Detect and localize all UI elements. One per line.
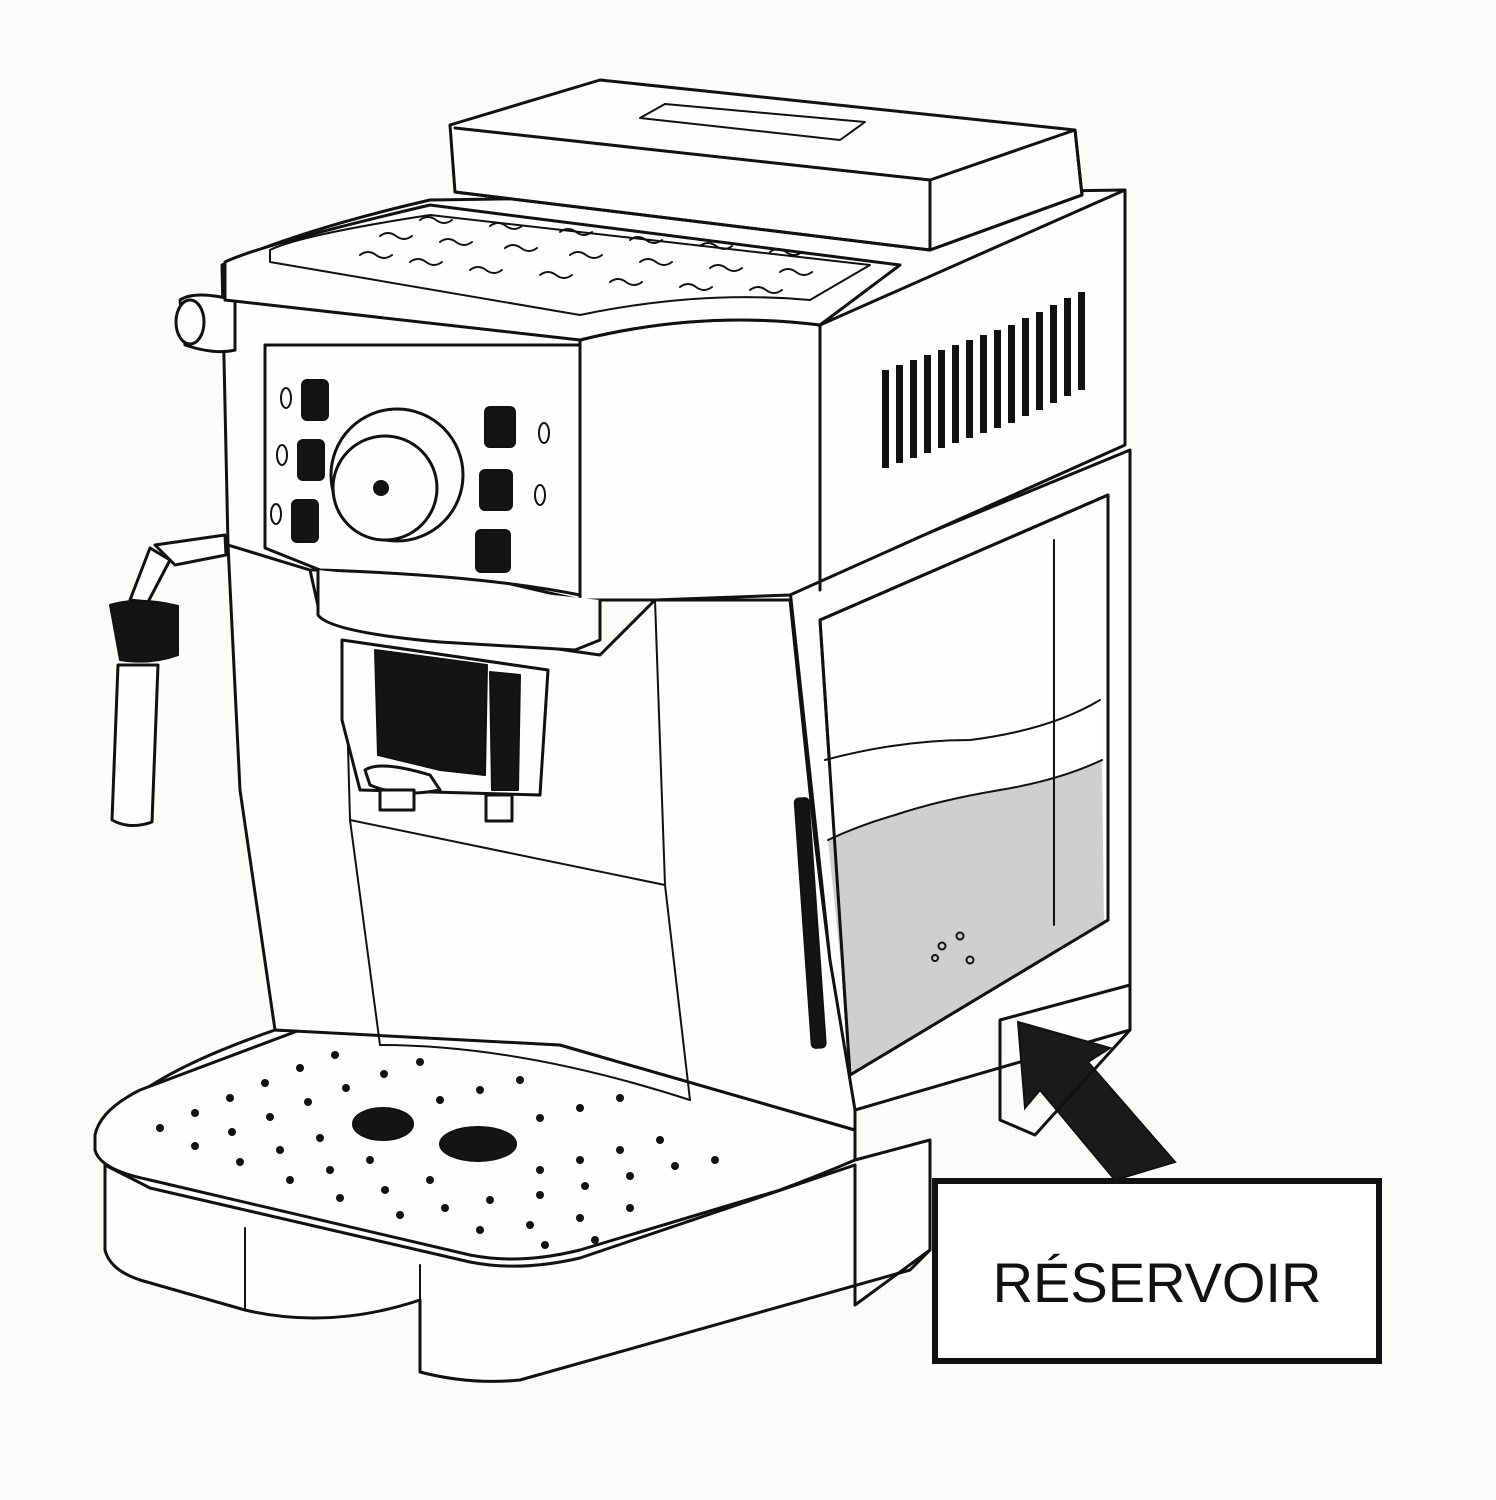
reservoir-label: RÉSERVOIR [992,1250,1322,1314]
coffee-spout [316,570,602,823]
drip-tray [93,1028,932,1383]
steam-wand [109,533,228,827]
reservoir-callout-box: RÉSERVOIR [932,1178,1382,1364]
water-tank [793,493,1110,1077]
top-cover [223,78,1084,342]
control-panel [270,379,550,573]
callout-arrow [998,983,1177,1182]
